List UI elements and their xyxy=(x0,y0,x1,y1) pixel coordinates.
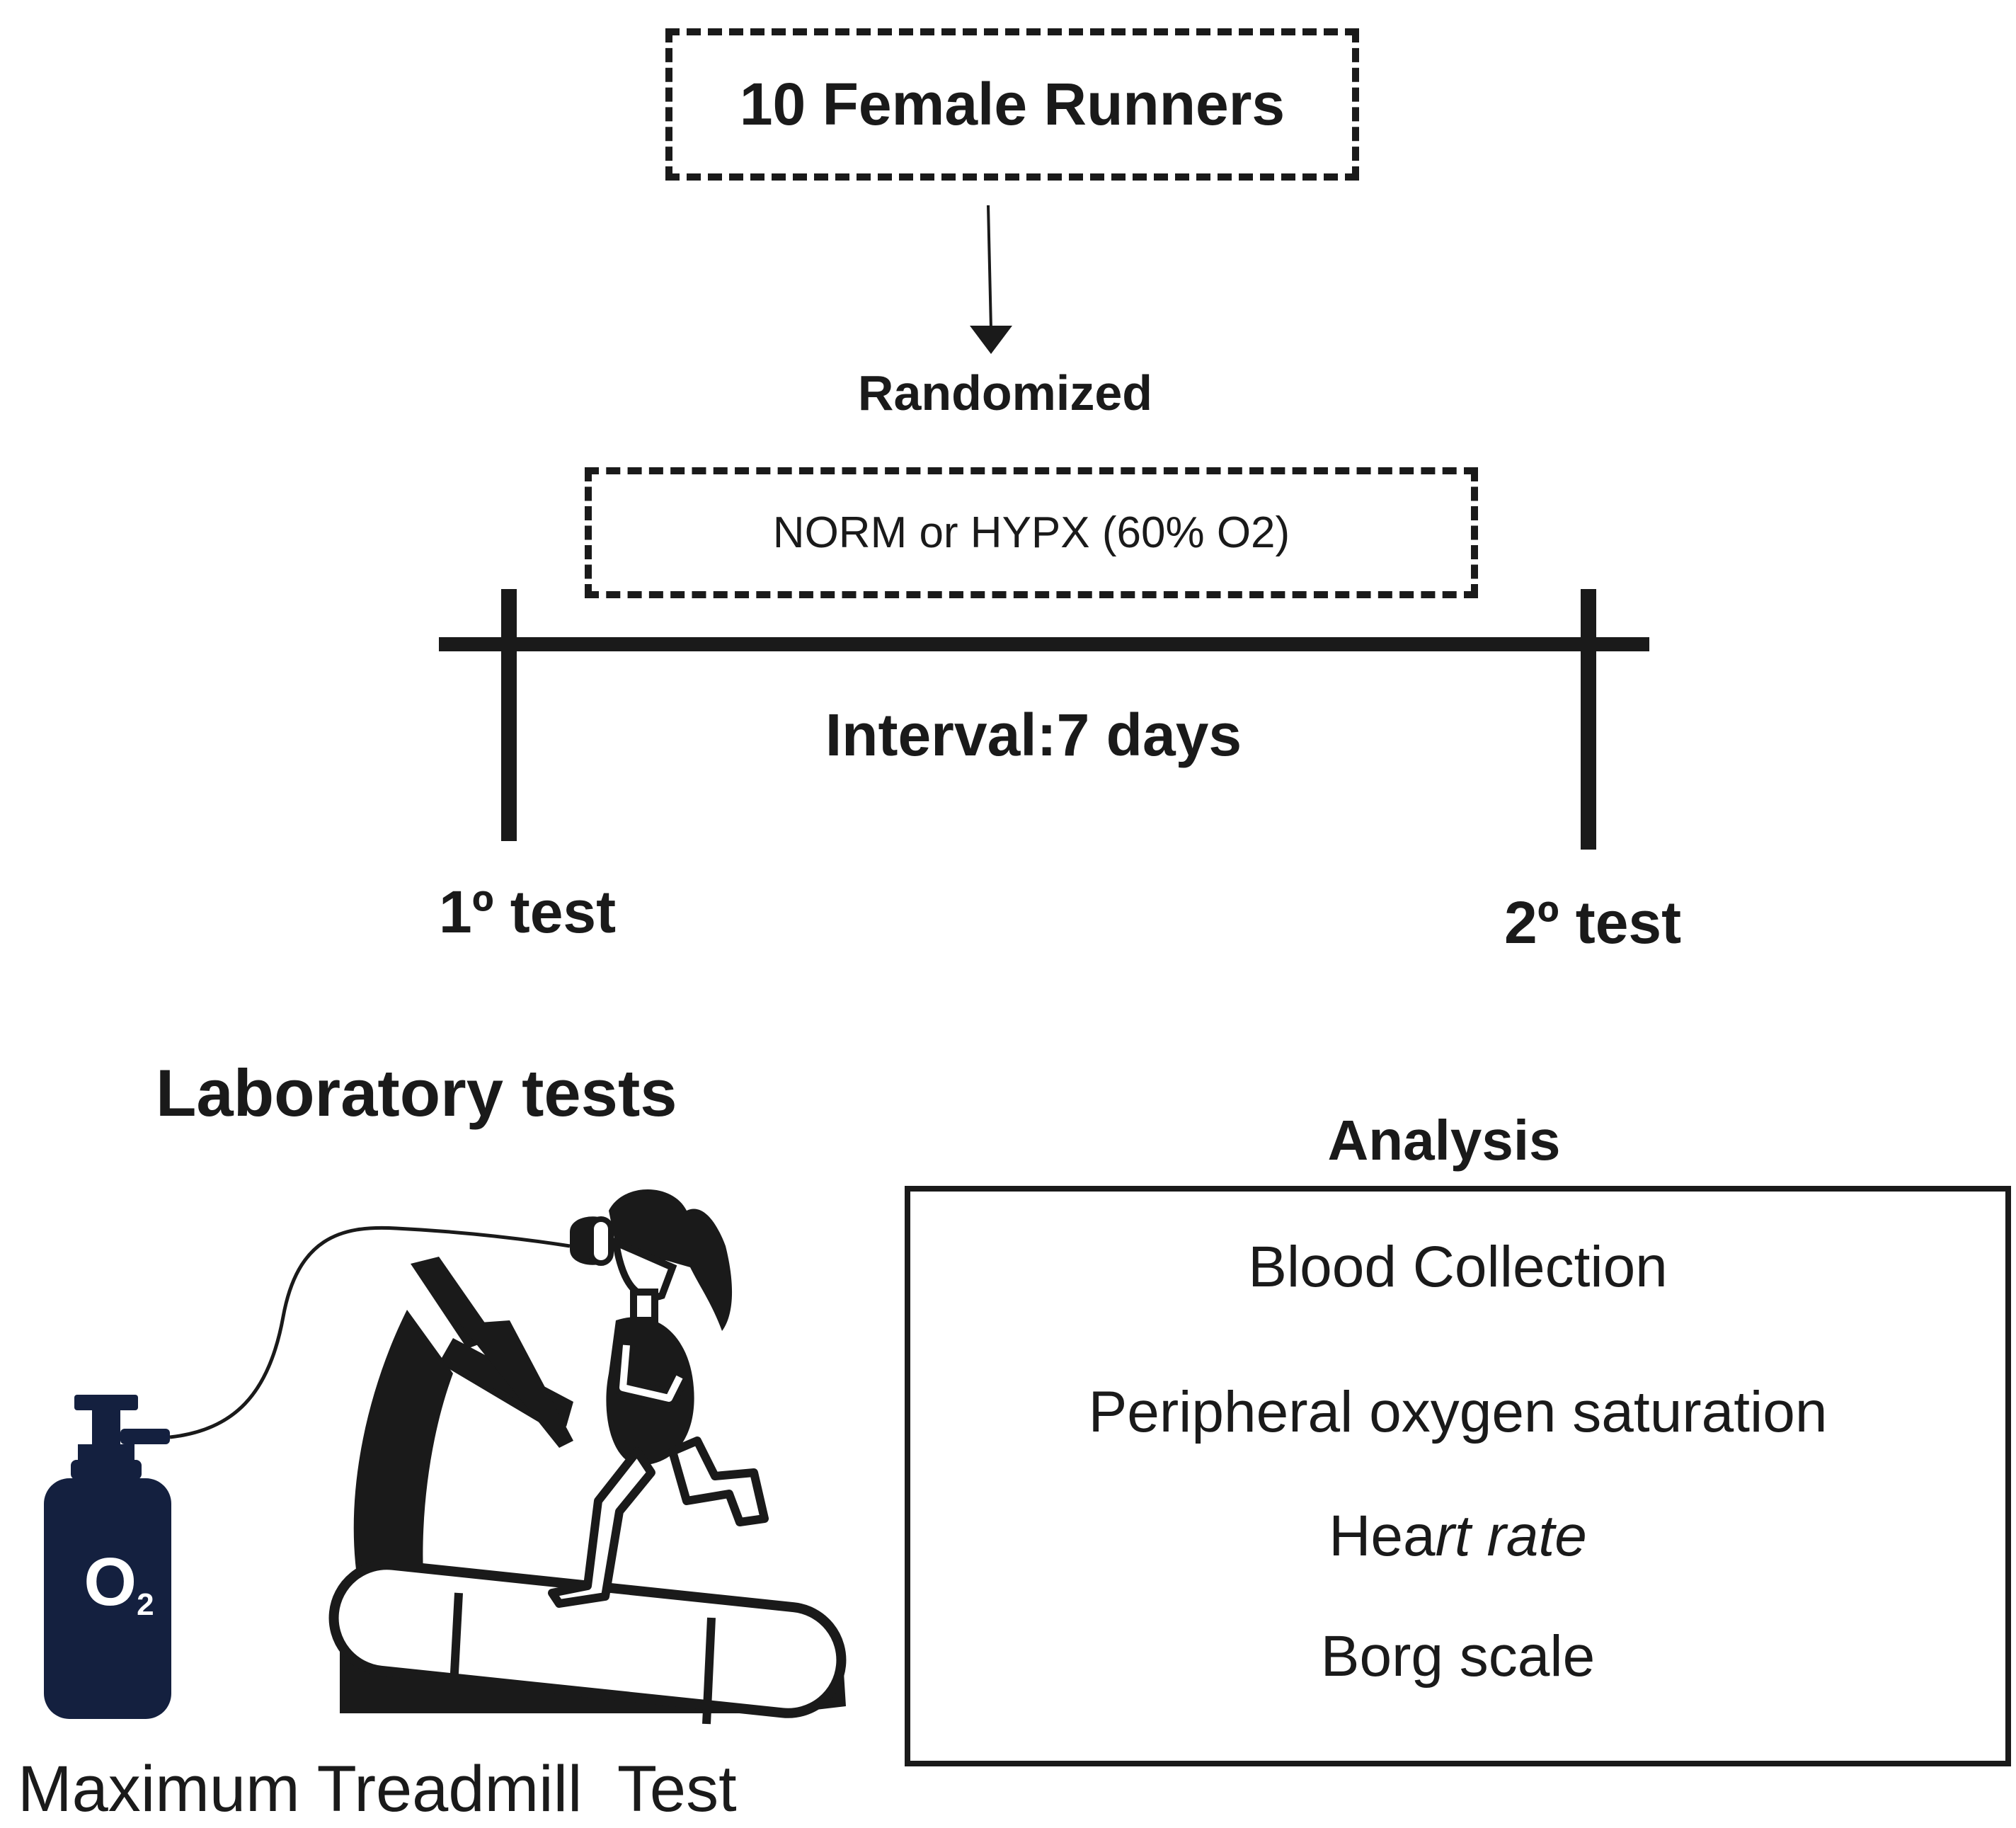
tank-label-sub: 2 xyxy=(137,1587,154,1622)
treadmill-caption: Maximum Treadmill Test xyxy=(18,1753,737,1825)
interval-label: Interval:7 days xyxy=(825,702,1242,768)
analysis-item-heart-rate: Heart rate xyxy=(910,1503,2005,1570)
laboratory-illustration xyxy=(44,1189,847,1725)
timeline-tick-first xyxy=(501,589,517,841)
analysis-box: Blood Collection Peripheral oxygen satur… xyxy=(905,1186,2011,1766)
tank-label: O2 xyxy=(69,1543,168,1623)
analysis-item-blood: Blood Collection xyxy=(1248,1235,1668,1299)
mask-icon xyxy=(570,1216,614,1266)
tank-label-main: O xyxy=(84,1544,137,1620)
participants-label: 10 Female Runners xyxy=(739,71,1285,137)
condition-box: NORM or HYPX (60% O2) xyxy=(585,467,1478,598)
oxygen-tube xyxy=(169,1226,571,1439)
participants-box: 10 Female Runners xyxy=(665,28,1359,181)
treadmill-icon xyxy=(328,1257,847,1725)
second-test-label: 2º test xyxy=(1504,889,1682,956)
laboratory-title: Laboratory tests xyxy=(156,1056,677,1130)
first-test-label: 1º test xyxy=(439,879,617,945)
oxygen-tank-icon xyxy=(44,1395,171,1719)
runner-icon xyxy=(548,1189,769,1608)
analysis-title: Analysis xyxy=(1327,1109,1561,1172)
timeline-tick-second xyxy=(1581,589,1596,850)
analysis-item-spo2: Peripheral oxygen saturation xyxy=(1088,1380,1828,1444)
heart-rate-italic: rt rate xyxy=(1435,1504,1587,1568)
arrow-down-icon xyxy=(970,205,1012,354)
heart-rate-regular: Hea xyxy=(1329,1504,1436,1568)
condition-label: NORM or HYPX (60% O2) xyxy=(772,508,1290,557)
analysis-item-borg: Borg scale xyxy=(1320,1624,1596,1689)
randomization-label: Randomized xyxy=(857,365,1153,421)
timeline-axis xyxy=(439,637,1649,651)
